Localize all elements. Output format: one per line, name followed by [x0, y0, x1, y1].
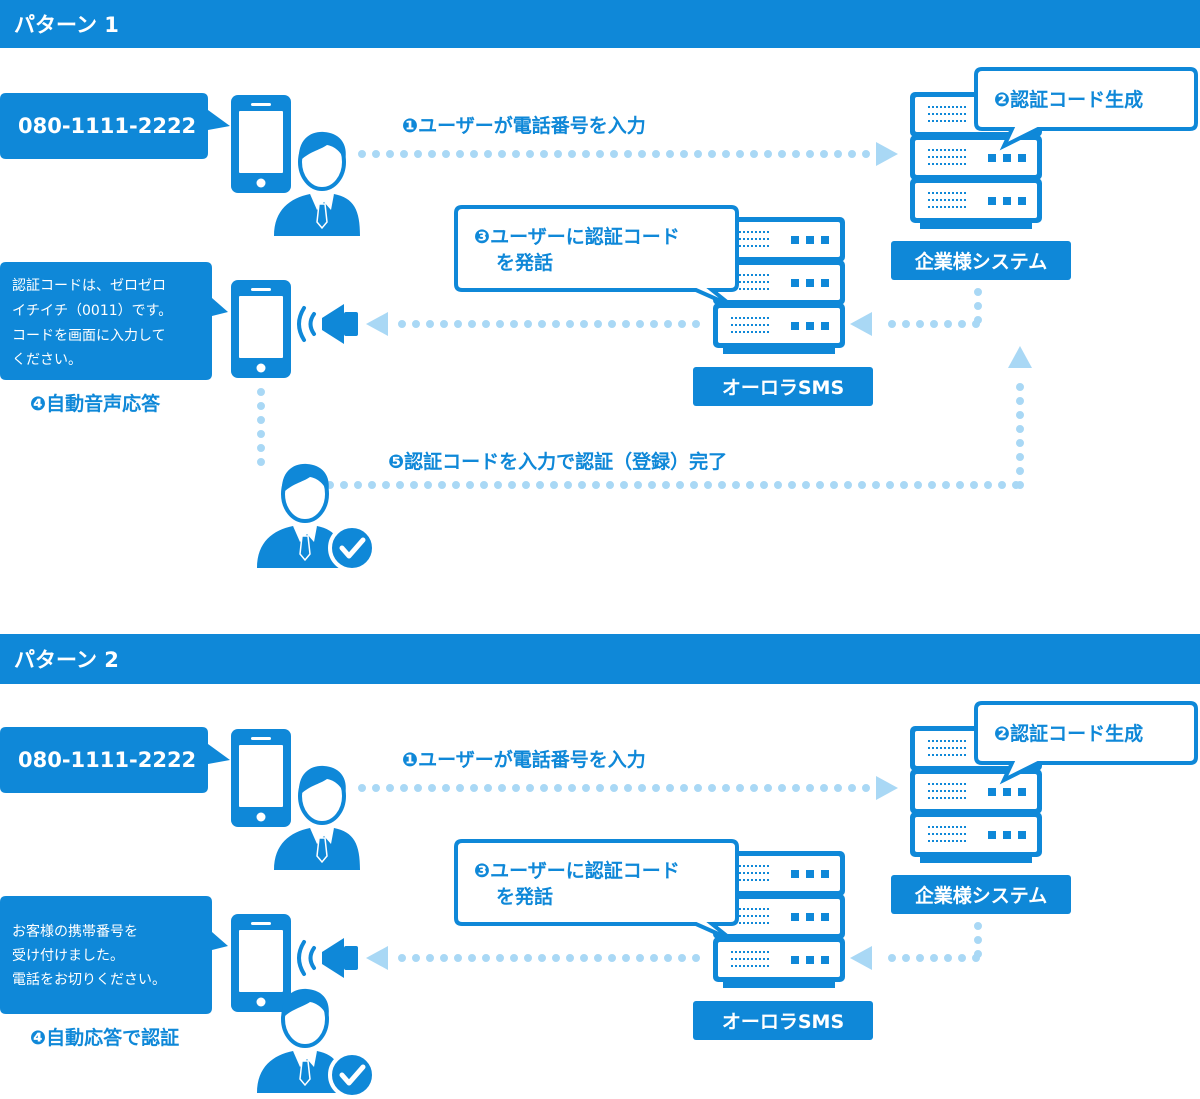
check-circle-icon: [330, 526, 374, 570]
speaker-icon: [297, 302, 360, 346]
step-1-label: ❶ユーザーが電話番号を入力: [402, 114, 646, 137]
check-circle-icon: [330, 1053, 374, 1097]
message-line-2: イチイチ（0011）です。: [12, 303, 172, 319]
pattern-1-title: パターン 1: [14, 13, 119, 37]
aurora-sms-badge: [693, 1001, 873, 1040]
company-system-badge: [891, 241, 1071, 280]
message-line-3: 電話をお切りください。: [12, 971, 166, 988]
step-5-label: ❺認証コードを入力で認証（登録）完了: [388, 450, 727, 473]
pattern-2: パターン 2 080-1111-2222 ❶ユーザーが電話番号を入力 ❷認証コー…: [0, 634, 1200, 1097]
step-3-bubble: [454, 839, 739, 942]
step-3-label-line-2: を発話: [496, 885, 553, 908]
smartphone-icon: [231, 914, 291, 1012]
pattern-2-title: パターン 2: [14, 648, 119, 672]
message-line-2: 受け付けました。: [12, 948, 124, 964]
aurora-sms-badge: [693, 367, 873, 406]
arrow-head-left-icon: [366, 946, 388, 970]
arrow-head-right-icon: [876, 776, 898, 800]
step-2-label: ❷認証コード生成: [994, 722, 1143, 745]
phone-number-bubble: [0, 93, 230, 159]
step-3-label-line-1: ❸ユーザーに認証コード: [474, 859, 680, 882]
phone-number-text: 080-1111-2222: [18, 114, 196, 138]
smartphone-icon: [231, 280, 291, 378]
aurora-sms-label: オーロラSMS: [722, 1011, 844, 1033]
smartphone-icon: [231, 95, 291, 193]
phone-number-text: 080-1111-2222: [18, 748, 196, 772]
step-2-bubble: [974, 701, 1198, 785]
step-3-label-line-2: を発話: [496, 251, 553, 274]
step-3-label-line-1: ❸ユーザーに認証コード: [474, 225, 680, 248]
step-4-label: ❹自動音声応答: [30, 392, 161, 415]
voice-message-bubble: [0, 262, 228, 380]
arrow-head-left-icon: [850, 946, 872, 970]
phone-number-bubble: [0, 727, 230, 793]
speaker-icon: [297, 936, 360, 980]
voice-message-bubble: [0, 896, 228, 1014]
arrow-head-up-icon: [1008, 346, 1032, 368]
step-1-label: ❶ユーザーが電話番号を入力: [402, 748, 646, 771]
message-line-1: 認証コードは、ゼロゼロ: [12, 278, 166, 294]
pattern-1-header: [0, 0, 1200, 48]
pattern-2-header: [0, 634, 1200, 684]
message-line-1: お客様の携帯番号を: [12, 923, 138, 940]
company-system-badge: [891, 875, 1071, 914]
company-system-label: 企業様システム: [914, 250, 1047, 273]
message-line-4: ください。: [12, 352, 82, 368]
step-2-bubble: [974, 67, 1198, 151]
arrow-head-left-icon: [850, 312, 872, 336]
company-system-label: 企業様システム: [914, 884, 1047, 907]
message-line-3: コードを画面に入力して: [12, 328, 166, 344]
step-2-label: ❷認証コード生成: [994, 88, 1143, 111]
aurora-sms-label: オーロラSMS: [722, 377, 844, 399]
arrow-head-right-icon: [876, 142, 898, 166]
step-4-label: ❹自動応答で認証: [30, 1026, 179, 1049]
pattern-1: パターン 1 080-1111-2222 ❶ユーザーが電話番号を入力 ❷認証コー…: [0, 0, 1200, 570]
step-3-bubble: [454, 205, 739, 308]
smartphone-icon: [231, 729, 291, 827]
arrow-head-left-icon: [366, 312, 388, 336]
